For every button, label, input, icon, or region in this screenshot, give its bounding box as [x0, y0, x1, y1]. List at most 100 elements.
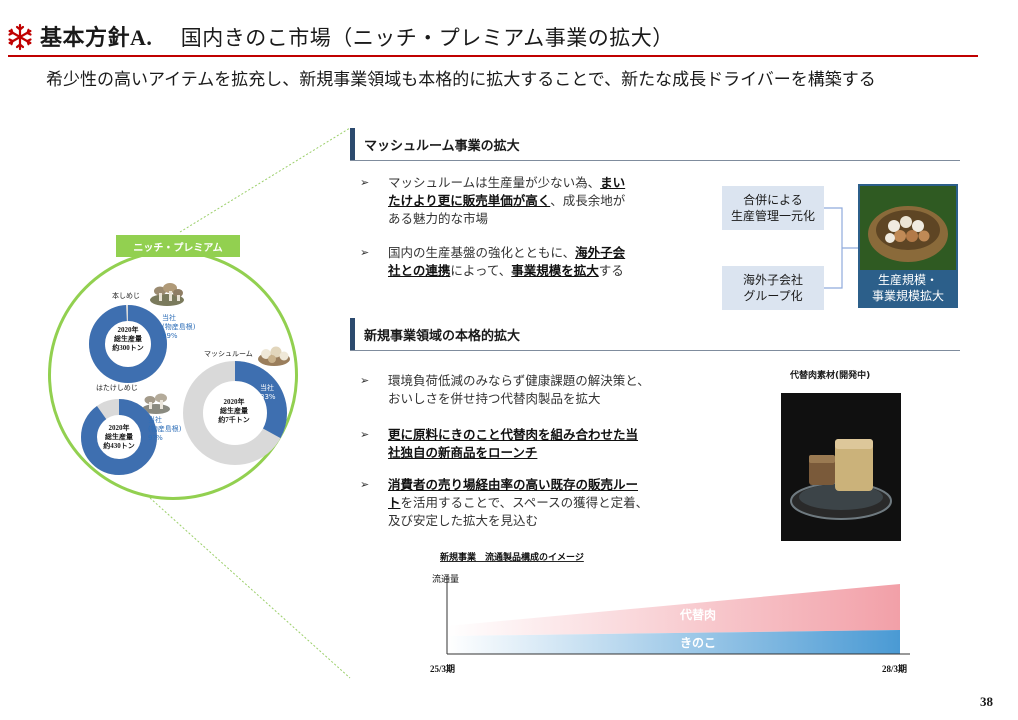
- mushroom-photo-mushroom: [258, 346, 290, 366]
- series-area-mushroom: [447, 630, 900, 654]
- mushroom-bullet-1-d: 、成長余地が: [550, 193, 626, 208]
- niche-premium-badge-label: ニッチ・プレミアム: [133, 242, 223, 254]
- mushroom-bullet-2-text: 国内の生産基盤の強化とともに、海外子会 社との連携によって、事業規模を拡大する: [388, 244, 625, 280]
- section-accent-bar: [350, 318, 355, 350]
- mushroom-total: 2020年 総生産量 約7千トン: [212, 398, 256, 425]
- hatakeshimeji-total-value: 約430トン: [103, 442, 135, 450]
- hatakeshimeji-share-label: 当社: [148, 416, 162, 424]
- honshimeji-total-label: 総生産量: [114, 335, 142, 343]
- chart-ylabel: 流通量: [432, 573, 459, 585]
- mushroom-bullet-1-a: マッシュルームは生産量が少ない為、: [388, 175, 601, 190]
- new-bullet-2-line1: 更に原料にきのこと代替肉を組み合わせた当: [388, 427, 639, 442]
- honshimeji-donut: [89, 305, 167, 383]
- mushroom-bullet-2-f: する: [598, 263, 624, 278]
- new-bullet-3-line2-rest: を活用することで、スペースの獲得と定着、: [400, 495, 649, 510]
- mushroom-share-label: 当社: [260, 384, 274, 392]
- new-bullet-3: ➢ 消費者の売り場経由率の高い既存の販売ルー トを活用することで、スペースの獲得…: [360, 476, 700, 532]
- arrow-bullet-icon: ➢: [360, 374, 370, 387]
- new-bullet-1-line2: おいしさを併せ持つ代替肉製品を拡大: [388, 391, 601, 406]
- mushroom-bullet-1-c: たけより更に販売単価が高く: [388, 193, 551, 208]
- series-label-mushroom: きのこ: [680, 636, 716, 650]
- honshimeji-share-pct: 99%: [162, 332, 178, 340]
- mushroom-basket-image: [860, 186, 956, 272]
- mushroom-bullet-1-e: ある魅力的な市場: [388, 211, 489, 226]
- new-bullet-1: ➢ 環境負荷低減のみならず健康課題の解決策と、 おいしさを併せ持つ代替肉製品を拡…: [360, 372, 700, 412]
- new-bullet-3-line2-u: ト: [388, 495, 401, 510]
- honshimeji-total-year: 2020年: [117, 326, 139, 334]
- mushroom-bullet-1: ➢ マッシュルームは生産量が少ない為、まい たけより更に販売単価が高く、成長余地…: [360, 174, 680, 230]
- strategy-label: 基本方針A.: [40, 25, 153, 50]
- new-business-section-header: 新規事業領域の本格的拡大: [350, 318, 960, 351]
- arrow-bullet-icon: ➢: [360, 246, 370, 259]
- hatakeshimeji-share: 当社 (物産島根) 9?%: [148, 416, 181, 443]
- new-bullet-1-line1: 環境負荷低減のみならず健康課題の解決策と、: [388, 373, 650, 388]
- mushroom-bullet-2-e: 事業規模を拡大: [511, 263, 599, 278]
- mushroom-donut: [183, 361, 287, 465]
- arrow-bullet-icon: ➢: [360, 176, 370, 189]
- connector-lines: [149, 127, 351, 679]
- section-accent-bar: [350, 128, 355, 160]
- new-business-section-heading: 新規事業領域の本格的拡大: [364, 329, 521, 344]
- mushroom-share: 当社 33%: [260, 384, 276, 402]
- scale-up-box: 生産規模・ 事業規模拡大: [860, 270, 956, 306]
- new-bullet-2: ➢ 更に原料にきのこと代替肉を組み合わせた当 社独自の新商品をローンチ: [360, 426, 700, 466]
- series-area-alt-meat: [447, 584, 900, 636]
- page-title: 基本方針A. 国内きのこ市場（ニッチ・プレミアム事業の拡大）: [40, 20, 674, 52]
- mushroom-bullet-2-a: 国内の生産基盤の強化とともに、: [388, 245, 576, 260]
- mushroom-bullet-2-d: によって、: [450, 263, 512, 278]
- new-bullet-1-text: 環境負荷低減のみならず健康課題の解決策と、 おいしさを併せ持つ代替肉製品を拡大: [388, 372, 650, 408]
- title-divider: [8, 55, 978, 57]
- mushroom-total-value: 約7千トン: [218, 416, 250, 424]
- mushroom-bullet-1-b: まい: [600, 175, 626, 190]
- overseas-box: 海外子会社 グループ化: [722, 266, 824, 310]
- new-bullet-3-line3: 及び安定した拡大を見込む: [388, 513, 539, 528]
- merge-box: 合併による 生産管理一元化: [722, 186, 824, 230]
- meat-photo-caption: 代替肉素材(開発中): [790, 371, 871, 381]
- honshimeji-share-label: 当社: [162, 314, 176, 322]
- hatakeshimeji-total-label: 総生産量: [105, 433, 133, 441]
- arrow-bullet-icon: ➢: [360, 478, 370, 491]
- mushroom-section-header: マッシュルーム事業の拡大: [350, 128, 960, 161]
- new-bullet-2-text: 更に原料にきのこと代替肉を組み合わせた当 社独自の新商品をローンチ: [388, 426, 638, 462]
- hatakeshimeji-donut: [81, 399, 157, 475]
- honshimeji-total: 2020年 総生産量 約300トン: [106, 326, 150, 353]
- page-number: 38: [980, 694, 993, 709]
- mushroom-section-heading: マッシュルーム事業の拡大: [364, 139, 520, 154]
- hatakeshimeji-share-arc: [81, 399, 157, 475]
- mushroom-name: マッシュルーム: [204, 350, 253, 358]
- snowflake-logo-icon: [8, 23, 32, 51]
- bracket-connector: [824, 207, 860, 289]
- x-tick-label: 25/3期: [430, 663, 455, 674]
- honshimeji-total-value: 約300トン: [112, 344, 144, 352]
- honshimeji-share-arc: [89, 305, 167, 383]
- mushroom-bullet-2-c: 社との連携: [388, 263, 451, 278]
- alternative-meat-photo: [781, 393, 901, 541]
- hatakeshimeji-share-pct: 9?%: [148, 434, 163, 442]
- chart-title: 新規事業 流通製品構成のイメージ: [440, 551, 584, 563]
- honshimeji-share-note: (物産島根): [162, 323, 196, 331]
- hatakeshimeji-share-note: (物産島根): [148, 425, 182, 433]
- new-bullet-3-line1: 消費者の売り場経由率の高い既存の販売ルー: [388, 477, 639, 492]
- mushroom-photo-hatakeshimeji: [142, 393, 170, 414]
- new-bullet-2-line2: 社独自の新商品をローンチ: [388, 445, 538, 460]
- mushroom-bullet-2: ➢ 国内の生産基盤の強化とともに、海外子会 社との連携によって、事業規模を拡大す…: [360, 244, 680, 284]
- new-bullet-3-text: 消費者の売り場経由率の高い既存の販売ルー トを活用することで、スペースの獲得と定…: [388, 476, 648, 530]
- hatakeshimeji-total: 2020年 総生産量 約430トン: [97, 424, 141, 451]
- niche-premium-badge: ニッチ・プレミアム: [116, 235, 240, 257]
- page-subtitle: 希少性の高いアイテムを拡充し、新規事業領域も本格的に拡大することで、新たな成長ド…: [46, 70, 876, 90]
- hatakeshimeji-total-year: 2020年: [108, 424, 130, 432]
- mushroom-bullet-2-b: 海外子会: [575, 245, 626, 260]
- strategy-title: 国内きのこ市場（ニッチ・プレミアム事業の拡大）: [180, 26, 674, 50]
- hatakeshimeji-name: はたけしめじ: [96, 384, 138, 392]
- mushroom-total-label: 総生産量: [220, 407, 248, 415]
- mushroom-bullet-1-text: マッシュルームは生産量が少ない為、まい たけより更に販売単価が高く、成長余地が …: [388, 174, 625, 228]
- honshimeji-share: 当社 (物産島根) 99%: [162, 314, 195, 341]
- mushroom-share-arc: [183, 361, 287, 465]
- mushroom-share-pct: 33%: [260, 393, 276, 401]
- mushroom-total-year: 2020年: [223, 398, 245, 406]
- honshimeji-name: 本しめじ: [112, 292, 140, 300]
- series-label-alt-meat: 代替肉: [679, 607, 716, 622]
- arrow-bullet-icon: ➢: [360, 428, 370, 441]
- mushroom-photo-honshimeji: [150, 283, 184, 306]
